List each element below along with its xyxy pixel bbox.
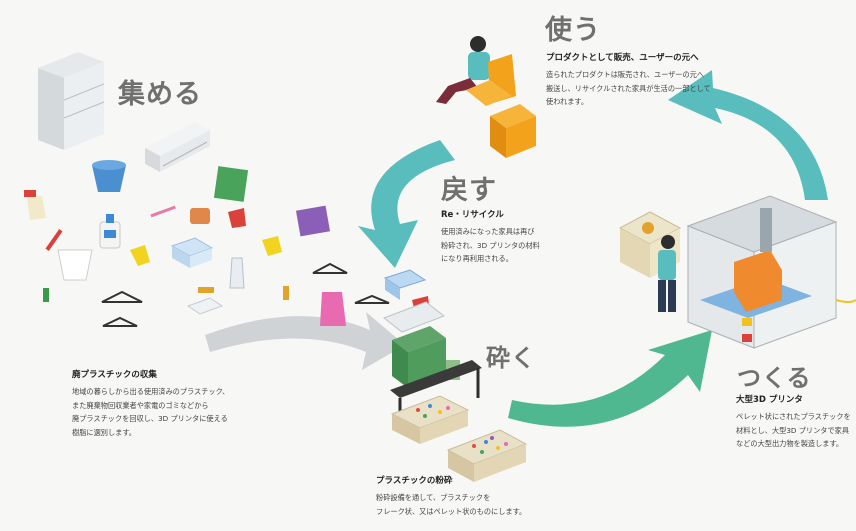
- crush-section: プラスチックの粉砕 粉砕設備を通して、プラスチックを フレーク状、又はペレット状…: [376, 474, 526, 518]
- crush-title: 砕く: [486, 344, 536, 372]
- return-section: Re・リサイクル 使用済みになった家具は再び 粉砕され、3D プリンタの材料 に…: [441, 208, 540, 266]
- bucket-icon: [92, 160, 126, 192]
- return-description: 使用済みになった家具は再び 粉砕され、3D プリンタの材料 になり再利用される。: [441, 225, 540, 266]
- make-description: ペレット状にされたプラスチックを 材料とし、大型3D プリンタで家具 などの大型…: [736, 410, 851, 451]
- crush-line: 粉砕設備を通して、プラスチックを: [376, 493, 491, 502]
- arrow-use-to-return: [358, 140, 455, 268]
- use-title: 使う: [545, 15, 601, 46]
- pink-bottle-icon: [320, 292, 346, 326]
- spray-trigger-icon-1: [130, 245, 150, 266]
- return-line: になり再利用される。: [441, 254, 513, 263]
- spray-trigger-icon-2: [262, 236, 282, 256]
- hanger-icon-2: [102, 316, 138, 327]
- collect-heading: 廃プラスチックの収集: [72, 370, 157, 380]
- return-line: 使用済みになった家具は再び: [441, 227, 535, 236]
- orange-cup-icon: [190, 208, 210, 224]
- clear-bottle-icon: [229, 257, 245, 289]
- use-line: 搬送し、リサイクルされた家具が生活の一部として: [546, 83, 711, 93]
- return-line: 粉砕され、3D プリンタの材料: [441, 240, 540, 250]
- spray-trigger-icon-3: [228, 208, 246, 228]
- lighter-icon-2: [283, 286, 289, 300]
- hanger-icon-1: [101, 290, 143, 303]
- collect-description: 地域の暮らしから出る使用済みのプラスチック、 また廃棄物回収業者や家電のゴミなど…: [72, 385, 229, 439]
- refrigerator-icon: [38, 52, 105, 150]
- pink-straw-icon: [150, 205, 176, 218]
- use-heading: プロダクトとして販売、ユーザーの元へ: [546, 53, 699, 63]
- sitting-person-icon: [436, 36, 490, 104]
- hanger-icon-4: [354, 294, 390, 304]
- collect-title: 集める: [118, 79, 202, 110]
- make-line: などの大型出力物を製造します。: [736, 439, 844, 448]
- food-container-icon: [170, 237, 214, 268]
- arrow-crush-to-make: [508, 330, 712, 427]
- detergent-bottle-icon: [99, 214, 121, 249]
- collect-line: また廃棄物回収業者や家電のゴミなどから: [72, 400, 209, 410]
- crush-description: 粉砕設備を通して、プラスチックを フレーク状、又はペレット状のものにします。: [376, 491, 526, 518]
- flake-tray-icon-1: [390, 395, 470, 444]
- spray-bottle-icon-1: [24, 190, 46, 220]
- 3d-printer-icon: [686, 195, 856, 349]
- toothbrush-icon: [45, 229, 63, 251]
- make-line: 材料とし、大型3D プリンタで家具: [736, 425, 850, 435]
- make-line: ペレット状にされたプラスチックを: [736, 412, 851, 421]
- arrow-collect-to-crush: [205, 312, 405, 370]
- crush-line: フレーク状、又はペレット状のものにします。: [376, 506, 527, 516]
- make-section: 大型3D プリンタ ペレット状にされたプラスチックを 材料とし、大型3D プリン…: [736, 393, 851, 451]
- return-title: 戻す: [441, 175, 497, 206]
- plastic-bag-icon: [57, 249, 93, 281]
- crush-heading: プラスチックの粉砕: [376, 476, 453, 486]
- operator-person-icon: [658, 235, 676, 312]
- return-heading: Re・リサイクル: [441, 210, 504, 220]
- purple-box-icon: [295, 205, 331, 237]
- use-section: プロダクトとして販売、ユーザーの元へ 造られたプロダクトは販売され、ユーザーの元…: [546, 51, 711, 109]
- collect-line: 樹脂に選別します。: [72, 427, 136, 437]
- use-line: 使われます。: [546, 97, 589, 106]
- orange-chair-icon: [466, 54, 516, 106]
- arrow-make-to-use: [668, 70, 828, 200]
- yellow-item-icon: [198, 287, 214, 293]
- collect-line: 廃プラスチックを回収し、3D プリンタに使える: [72, 414, 228, 423]
- use-line: 造られたプロダクトは販売され、ユーザーの元へ: [546, 70, 705, 79]
- lighter-icon-1: [43, 288, 49, 302]
- crusher-machine-icon: [382, 301, 482, 430]
- use-description: 造られたプロダクトは販売され、ユーザーの元へ 搬送し、リサイクルされた家具が生活…: [546, 68, 711, 109]
- orange-stool-icon: [490, 104, 536, 158]
- clear-tray-icon: [186, 297, 224, 315]
- flake-tray-icon-2: [446, 429, 528, 482]
- air-conditioner-icon: [145, 122, 210, 172]
- hanger-icon-3: [312, 262, 348, 274]
- collect-line: 地域の暮らしから出る使用済みのプラスチック、: [72, 387, 230, 396]
- collect-section: 廃プラスチックの収集 地域の暮らしから出る使用済みのプラスチック、 また廃棄物回…: [72, 368, 229, 439]
- make-heading: 大型3D プリンタ: [736, 395, 803, 405]
- blue-container-icon: [383, 269, 427, 300]
- make-title: つくる: [737, 364, 812, 392]
- green-box-icon: [213, 166, 249, 202]
